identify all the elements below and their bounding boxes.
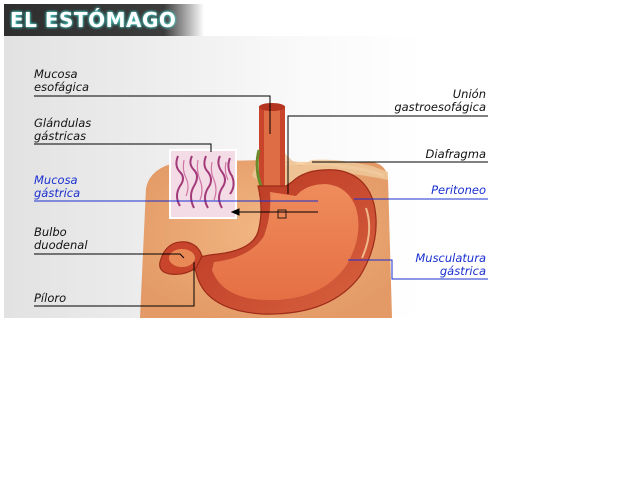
label-mucosa-gastrica: Mucosa gástrica	[34, 174, 80, 200]
esophagus	[257, 103, 285, 196]
label-mucosa-esofagica: Mucosa esofágica	[34, 68, 89, 94]
label-glandulas-gastricas: Glándulas gástricas	[34, 117, 91, 143]
label-diafragma: Diafragma	[426, 148, 486, 161]
label-piloro: Píloro	[34, 292, 66, 305]
gastric-glands-inset	[170, 150, 236, 218]
label-peritoneo: Peritoneo	[431, 184, 486, 197]
label-musculatura-gastrica: Musculatura gástrica	[415, 252, 486, 278]
label-union-gastroesofagica: Unión gastroesofágica	[394, 88, 486, 114]
label-bulbo-duodenal: Bulbo duodenal	[34, 226, 88, 252]
